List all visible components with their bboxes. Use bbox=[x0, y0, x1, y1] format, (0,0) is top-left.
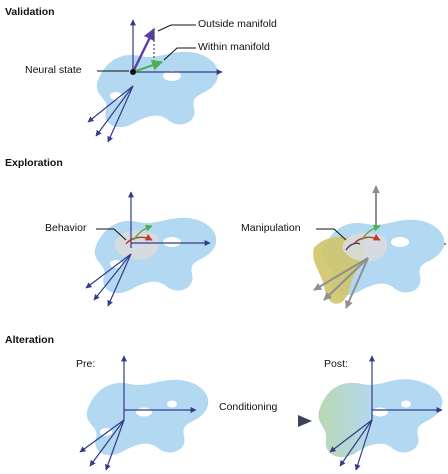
manipulation-axis-down-left-2 bbox=[323, 257, 369, 301]
manipulation-trajectory-blue bbox=[345, 242, 361, 251]
behavior-axis-down-left-3 bbox=[107, 253, 132, 307]
alteration-title: Alteration bbox=[5, 334, 55, 346]
pre-manifold-group bbox=[86, 379, 209, 456]
manipulation-grey-axes-front bbox=[313, 257, 369, 309]
manipulation-manifold-group bbox=[313, 219, 445, 304]
behavior-axis-down-left-1 bbox=[85, 253, 132, 289]
pre-manifold bbox=[86, 379, 209, 456]
outside-manifold-label: Outside manifold bbox=[198, 18, 277, 30]
post-manifold bbox=[318, 379, 443, 458]
behavior-leader bbox=[96, 228, 127, 241]
post-axis-down-left-2 bbox=[339, 419, 373, 467]
post-axis-down-left-1 bbox=[329, 419, 373, 453]
behavior-axis-down-left-2 bbox=[93, 253, 132, 301]
within-manifold-arrow bbox=[132, 60, 164, 74]
pre-manifold-hole-3 bbox=[100, 428, 112, 436]
conditioning-arrow-head bbox=[298, 415, 312, 427]
validation-axis-down-left-2 bbox=[95, 85, 134, 137]
pre-manifold-hole-1 bbox=[136, 407, 152, 417]
behavior-trajectory-green bbox=[133, 224, 153, 241]
post-manifold-group bbox=[318, 379, 443, 458]
manipulation-trajectory-red bbox=[353, 234, 381, 245]
pre-axes bbox=[79, 355, 197, 471]
manipulation-leader bbox=[316, 228, 347, 241]
post-manifold-hole-2 bbox=[401, 400, 411, 408]
validation-axis-down-left-1 bbox=[87, 85, 134, 123]
within-manifold-leader bbox=[163, 47, 196, 61]
manipulation-axis-down-left-3 bbox=[345, 257, 369, 309]
post-label: Post: bbox=[324, 358, 348, 370]
pre-manifold-hole-2 bbox=[167, 400, 177, 408]
post-manifold-hole-1 bbox=[372, 407, 388, 417]
pre-axis-down-left-3 bbox=[105, 419, 125, 471]
manipulation-trajectory-green bbox=[361, 224, 381, 241]
outside-manifold-leader bbox=[157, 24, 196, 32]
neural-state-dot bbox=[130, 69, 136, 75]
exploration-title: Exploration bbox=[5, 157, 63, 169]
behavior-manifold-hole-1 bbox=[163, 237, 181, 247]
pre-label: Pre: bbox=[76, 358, 96, 370]
outside-manifold-arrow bbox=[131, 27, 156, 73]
neural-state-label: Neural state bbox=[25, 64, 82, 76]
post-axis-down-left-3 bbox=[354, 419, 373, 471]
pre-axis-down-left-1 bbox=[79, 419, 125, 453]
post-axes bbox=[329, 355, 443, 471]
behavior-trajectory-red bbox=[125, 234, 153, 245]
conditioning-label: Conditioning bbox=[219, 401, 278, 413]
validation-title: Validation bbox=[5, 6, 55, 18]
behavior-axes bbox=[85, 191, 211, 307]
behavior-label: Behavior bbox=[45, 222, 87, 234]
pre-axis-down-left-2 bbox=[89, 419, 125, 467]
manipulation-axis-down-left-1 bbox=[313, 257, 369, 291]
manipulation-manifold-hole-1 bbox=[391, 237, 409, 247]
within-manifold-label: Within manifold bbox=[198, 41, 270, 53]
validation-axes bbox=[87, 19, 223, 143]
validation-manifold-hole-2 bbox=[110, 92, 122, 100]
validation-axis-down-left-3 bbox=[107, 85, 134, 143]
manipulation-label: Manipulation bbox=[241, 222, 301, 234]
validation-manifold-hole-1 bbox=[163, 71, 181, 81]
behavior-manifold-hole-2 bbox=[110, 260, 122, 268]
